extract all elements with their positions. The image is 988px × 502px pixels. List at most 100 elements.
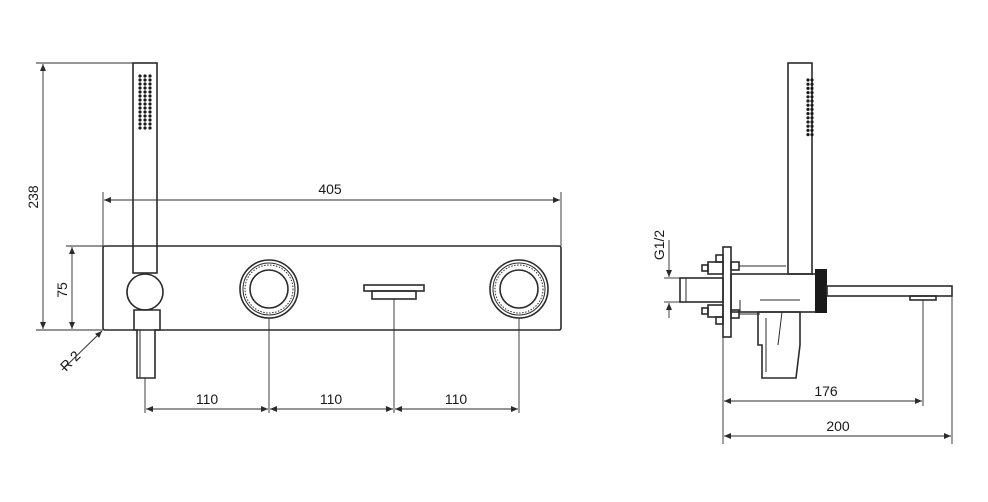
side-view: G1/2 176 200 bbox=[651, 62, 953, 444]
nozzle-dot bbox=[810, 107, 814, 111]
nozzle-dot bbox=[810, 86, 814, 90]
nozzle-dot bbox=[138, 86, 142, 90]
label-radius: R 2 bbox=[57, 347, 84, 374]
nozzle-dot bbox=[148, 118, 152, 122]
nozzle-dot bbox=[148, 98, 152, 102]
dim-overall-height: 238 bbox=[25, 62, 133, 331]
dim-depth-total: 200 bbox=[724, 296, 953, 444]
label-thread: G1/2 bbox=[651, 230, 667, 261]
nozzle-dot bbox=[810, 124, 814, 128]
nozzle-dot bbox=[143, 110, 147, 114]
inlet-pipe bbox=[679, 277, 724, 303]
side-hand-shower bbox=[787, 62, 814, 275]
nozzle-dot bbox=[148, 78, 152, 82]
nozzle-dot bbox=[148, 122, 152, 126]
dim-thread: G1/2 bbox=[651, 230, 680, 318]
nozzle-dot bbox=[810, 78, 814, 82]
side-shower-nozzles bbox=[806, 78, 814, 137]
label-plate-height: 75 bbox=[54, 282, 70, 298]
shower-hose-connector bbox=[133, 309, 161, 379]
label-spacing-3: 110 bbox=[445, 391, 468, 407]
nozzle-dot bbox=[138, 106, 142, 110]
nozzle-dot bbox=[148, 90, 152, 94]
nozzle-dot bbox=[806, 99, 810, 103]
nozzle-dot bbox=[138, 74, 142, 78]
dim-radius: R 2 bbox=[57, 330, 103, 374]
nozzle-dot bbox=[143, 82, 147, 86]
hand-shower-nozzles bbox=[138, 74, 152, 130]
nozzle-dot bbox=[806, 86, 810, 90]
nozzle-dot bbox=[806, 78, 810, 82]
nozzle-dot bbox=[810, 95, 814, 99]
label-overall-width: 405 bbox=[318, 181, 342, 197]
nozzle-dot bbox=[143, 114, 147, 118]
nozzle-dot bbox=[138, 126, 142, 130]
nozzle-dot bbox=[806, 124, 810, 128]
dim-spacing: 110 110 110 bbox=[144, 299, 520, 413]
nozzle-dot bbox=[143, 106, 147, 110]
side-hose bbox=[757, 311, 801, 379]
nozzle-dot bbox=[810, 128, 814, 132]
shower-holder-knob bbox=[126, 273, 164, 311]
nozzle-dot bbox=[148, 94, 152, 98]
nozzle-dot bbox=[806, 103, 810, 107]
side-spout bbox=[826, 285, 953, 301]
nozzle-dot bbox=[810, 120, 814, 124]
left-handle bbox=[239, 259, 299, 319]
nozzle-dot bbox=[138, 78, 142, 82]
hand-shower bbox=[126, 62, 164, 379]
nozzle-dot bbox=[148, 86, 152, 90]
nozzle-dot bbox=[138, 110, 142, 114]
nozzle-dot bbox=[810, 112, 814, 116]
label-spacing-1: 110 bbox=[196, 391, 219, 407]
nozzle-dot bbox=[138, 114, 142, 118]
nozzle-dot bbox=[143, 98, 147, 102]
label-depth-total: 200 bbox=[826, 418, 850, 434]
dim-depth-spout: 176 bbox=[722, 300, 924, 444]
wall-plate bbox=[102, 245, 562, 331]
nozzle-dot bbox=[806, 95, 810, 99]
label-depth-spout: 176 bbox=[814, 383, 838, 399]
nozzle-dot bbox=[810, 82, 814, 86]
right-handle bbox=[489, 259, 549, 319]
nozzle-dot bbox=[138, 98, 142, 102]
nozzle-dot bbox=[810, 99, 814, 103]
knurled-ring bbox=[815, 269, 827, 313]
nozzle-dot bbox=[143, 102, 147, 106]
mounting-bracket bbox=[701, 254, 786, 325]
nozzle-dot bbox=[143, 118, 147, 122]
nozzle-dot bbox=[148, 110, 152, 114]
front-view: 405 238 75 R 2 110 bbox=[25, 62, 562, 413]
nozzle-dot bbox=[806, 82, 810, 86]
nozzle-dot bbox=[806, 133, 810, 137]
nozzle-dot bbox=[138, 122, 142, 126]
nozzle-dot bbox=[138, 118, 142, 122]
nozzle-dot bbox=[143, 94, 147, 98]
nozzle-dot bbox=[810, 91, 814, 95]
dim-plate-height: 75 bbox=[54, 245, 103, 329]
spout bbox=[363, 284, 425, 300]
nozzle-dot bbox=[148, 114, 152, 118]
nozzle-dot bbox=[138, 102, 142, 106]
nozzle-dot bbox=[810, 133, 814, 137]
nozzle-dot bbox=[806, 128, 810, 132]
nozzle-dot bbox=[138, 90, 142, 94]
nozzle-dot bbox=[143, 122, 147, 126]
nozzle-dot bbox=[143, 74, 147, 78]
dim-overall-width: 405 bbox=[102, 181, 562, 246]
nozzle-dot bbox=[806, 116, 810, 120]
nozzle-dot bbox=[138, 82, 142, 86]
nozzle-dot bbox=[810, 103, 814, 107]
wall-flange bbox=[722, 246, 732, 338]
nozzle-dot bbox=[138, 94, 142, 98]
nozzle-dot bbox=[148, 74, 152, 78]
nozzle-dot bbox=[148, 126, 152, 130]
nozzle-dot bbox=[806, 107, 810, 111]
nozzle-dot bbox=[143, 90, 147, 94]
nozzle-dot bbox=[143, 86, 147, 90]
nozzle-dot bbox=[148, 102, 152, 106]
nozzle-dot bbox=[143, 78, 147, 82]
valve-body bbox=[730, 273, 822, 313]
nozzle-dot bbox=[148, 106, 152, 110]
